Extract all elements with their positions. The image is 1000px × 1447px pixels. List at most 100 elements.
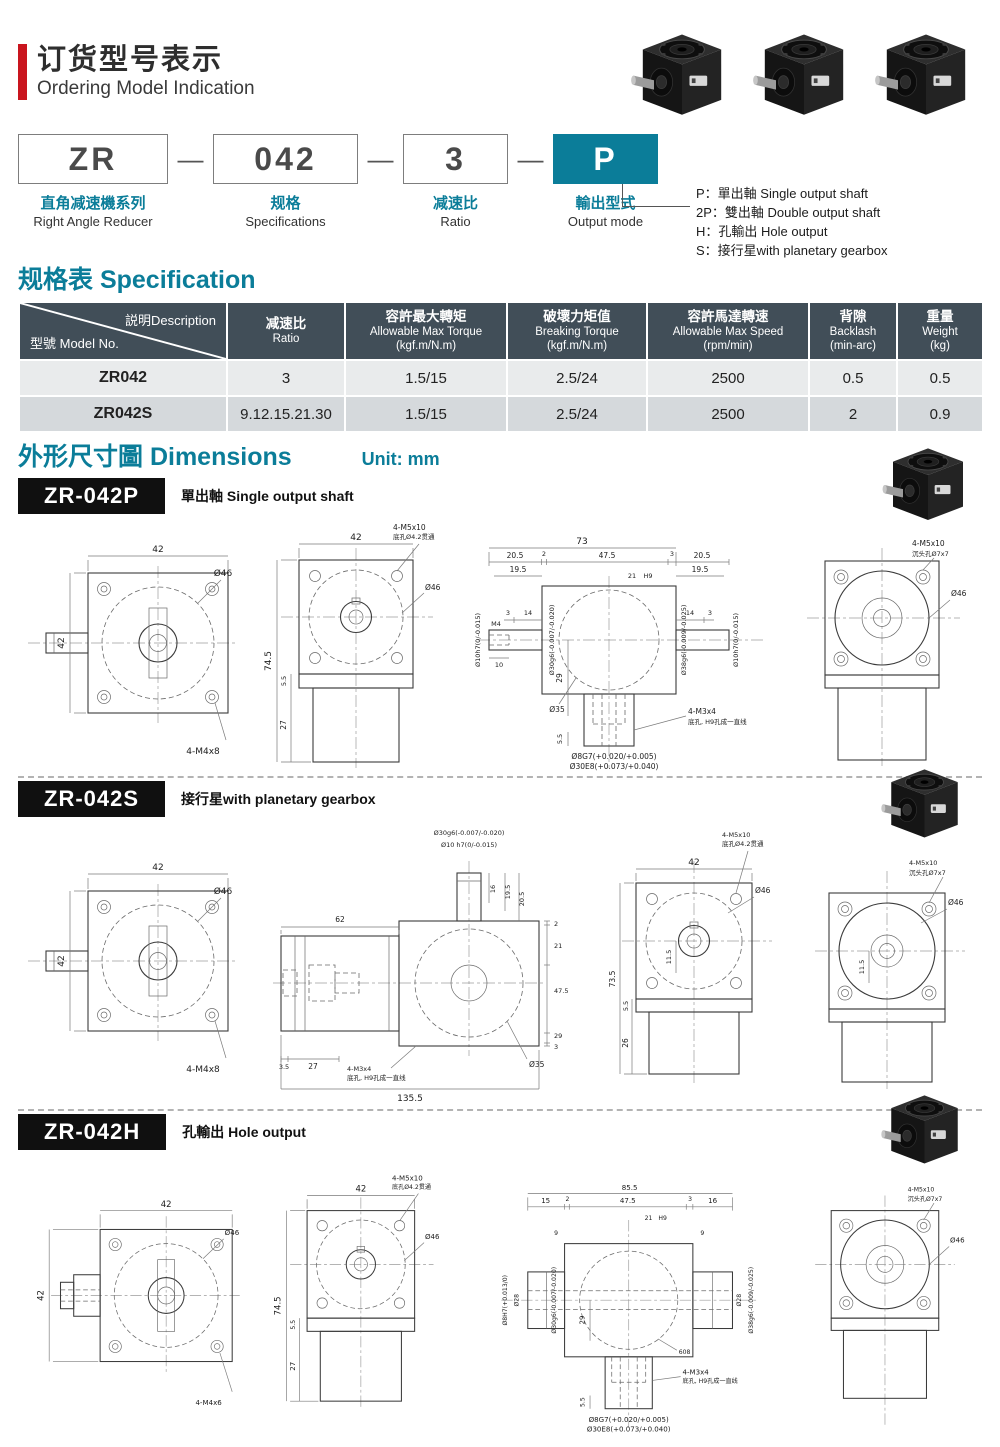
dim-label: 29 <box>555 673 564 683</box>
label-series: 直角减速機系列 Right Angle Reducer <box>33 195 153 229</box>
code-separator: — <box>517 143 544 174</box>
dim-label: 20.5 <box>518 892 526 906</box>
dim-label: 2 <box>565 1196 569 1203</box>
dim-label: Ø10h7(0/-0.015) <box>474 613 482 667</box>
dimensions-unit: Unit: mm <box>361 449 440 469</box>
dim-label: 5.5 <box>556 734 564 744</box>
label-spec: 规格 Specifications <box>245 195 326 229</box>
zr042p-side-view-drawing: 42 42 Ø46 4-M4x8 <box>28 545 236 757</box>
dim-label: Ø46 <box>214 886 233 897</box>
dim-label: 底孔, H9孔成一直线 <box>682 1377 737 1385</box>
dim-label: 19.5 <box>510 565 527 574</box>
dim-label: 底孔, H9孔成一直线 <box>347 1073 406 1082</box>
dim-label: 16 <box>489 885 497 893</box>
cell-ratio: 9.12.15.21.30 <box>226 395 346 433</box>
zr042p-subtitle: 單出軸 Single output shaft <box>181 488 354 504</box>
gearbox-product-photo-image <box>753 34 844 115</box>
dim-label: 26 <box>621 1038 630 1048</box>
model-code-row: ZR — 042 — 3 — P <box>18 134 982 184</box>
dim-label: 42 <box>355 1185 366 1195</box>
zr042s-header: ZR-042S 接行星with planetary gearbox <box>18 781 982 817</box>
zr042h-subtitle: 孔輸出 Hole output <box>182 1124 306 1140</box>
dim-label: 42 <box>37 1290 47 1301</box>
gearbox-product-photo-image <box>881 1095 958 1164</box>
dim-label: 27 <box>308 1062 318 1071</box>
dim-label: 14 <box>686 609 694 617</box>
legend-connector-vertical <box>622 184 623 206</box>
dim-label: 3.5 <box>279 1063 289 1071</box>
dim-label: 19.5 <box>504 885 512 899</box>
cell-weight: 0.5 <box>896 359 984 397</box>
legend-line-s: S：接行星with planetary gearbox <box>696 243 888 258</box>
cell-backlash: 2 <box>808 395 898 433</box>
model-badge-zr042p: ZR-042P <box>18 478 166 514</box>
dim-label: 42 <box>688 858 699 868</box>
product-photos <box>626 14 982 126</box>
dim-label: 4-M5x10 <box>909 859 937 867</box>
dim-label: 3 <box>688 1196 692 1203</box>
dim-label: Ø10 h7(0/-0.015) <box>441 841 497 849</box>
dim-label: 47.5 <box>599 551 616 560</box>
dim-label: 4-M3x4 <box>682 1368 709 1377</box>
dim-label: Ø30g6(-0.007/-0.020) <box>548 605 556 676</box>
dim-label: 85.5 <box>622 1183 638 1192</box>
dim-label: 底孔Ø4.2贯通 <box>392 1183 431 1191</box>
label-output-mode: 輸出型式 Output mode <box>567 195 644 229</box>
model-badge-zr042h: ZR-042H <box>18 1114 167 1150</box>
cell-backlash: 0.5 <box>808 359 898 397</box>
model-code-ratio: 3 <box>403 134 508 184</box>
dim-label: 4-M5x10 <box>722 831 750 839</box>
zr042s-views: 42 42 Ø46 4-M4x8 Ø30g6(-0.007/-0.020) Ø1… <box>18 821 982 1106</box>
dim-label: Ø30g6(-0.007/-0.020) <box>434 829 505 837</box>
dim-label: 5.5 <box>280 676 288 686</box>
ordering-model-section: ZR — 042 — 3 — P 直角减速機系列 Right Angle Red… <box>18 134 982 262</box>
dim-label: 47.5 <box>620 1196 636 1205</box>
dim-label: 42 <box>350 533 361 543</box>
dim-label: Ø10h7(0/-0.015) <box>732 613 740 667</box>
dim-label: 4-M5x10 <box>908 1187 935 1194</box>
legend-connector-horizontal <box>622 206 690 207</box>
dim-label: 608 <box>679 1349 691 1356</box>
col-header-model: 説明Description 型號 Model No. <box>18 301 228 361</box>
dim-label: Ø46 <box>948 898 964 907</box>
dim-label: H9 <box>658 1215 667 1222</box>
dim-label: 5.5 <box>579 1397 586 1407</box>
dimensions-title: 外形尺寸圖 Dimensions <box>18 443 292 471</box>
dim-label: 27 <box>288 1362 297 1371</box>
cell-model: ZR042S <box>18 395 228 433</box>
gearbox-product-photo-image <box>881 769 958 838</box>
zr042s-long-section-drawing: Ø30g6(-0.007/-0.020) Ø10 h7(0/-0.015) 16… <box>273 829 568 1104</box>
label-ratio: 减速比 Ratio <box>432 195 478 229</box>
page-header: 订货型号表示 Ordering Model Indication <box>18 14 982 126</box>
product-photo-zr042s <box>877 752 972 847</box>
dim-label: 42 <box>152 863 163 873</box>
dim-label: 5.5 <box>290 1320 297 1330</box>
dim-label: H9 <box>643 572 652 580</box>
dimensions-title-row: 外形尺寸圖 Dimensions Unit: mm <box>18 443 982 474</box>
dim-label: 20.5 <box>694 551 711 560</box>
dim-label: 4-M5x10 <box>393 523 426 532</box>
legend-line-p: P：單出軸 Single output shaft <box>696 186 868 201</box>
dim-label: Ø38g6(-0.009/-0.025) <box>680 605 688 676</box>
zr042h-back-view-drawing: 4-M5x10 沉头孔Ø7x7 Ø46 <box>815 1187 965 1428</box>
dim-label: 21 <box>554 942 562 950</box>
code-separator: — <box>367 143 394 174</box>
dim-label: Ø46 <box>951 589 967 598</box>
zr042s-side-view-drawing: 42 42 Ø46 4-M4x8 <box>28 863 236 1075</box>
dim-label: 21 <box>628 572 636 580</box>
product-photo-2 <box>748 14 860 126</box>
dim-label: 4-M5x10 <box>392 1173 423 1182</box>
dim-label: 20.5 <box>507 551 524 560</box>
dim-label: Ø8G7(+0.020/+0.005) <box>589 1415 669 1424</box>
zr042p-views: 42 42 Ø46 4-M4x8 42 4-M5x10 底孔Ø4.2贯通 <box>18 518 982 773</box>
dim-label: 29 <box>577 1316 586 1325</box>
dim-label: Ø46 <box>755 886 771 895</box>
dim-label: 62 <box>335 915 345 924</box>
